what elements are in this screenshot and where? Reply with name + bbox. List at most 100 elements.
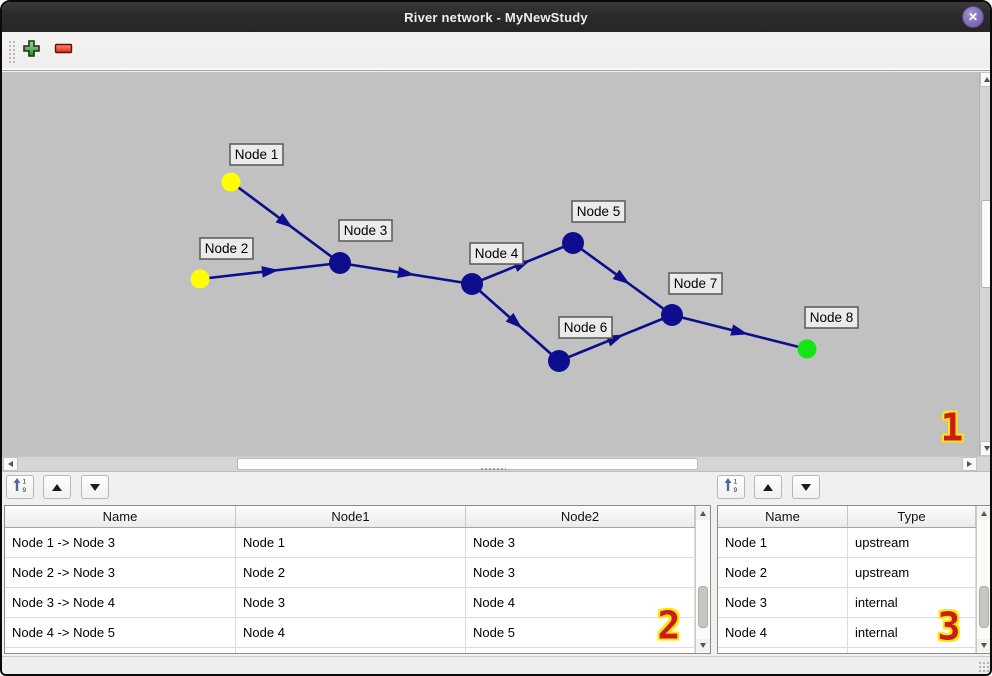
table-cell[interactable] [5,648,236,653]
svg-text:1: 1 [734,478,738,485]
arrow-down-icon [983,446,990,451]
toolbar-drag-handle[interactable] [8,40,17,64]
network-node[interactable] [661,304,683,326]
sort-button[interactable]: 1 9 [6,475,34,499]
table-cell[interactable]: Node 3 [466,528,695,557]
table-cell[interactable]: Node 1 -> Node 3 [5,528,236,557]
pane-splitter-handle[interactable] [480,467,506,471]
table-cell[interactable]: Node 2 -> Node 3 [5,558,236,587]
table-cell[interactable]: Node 4 [718,618,848,647]
scroll-right-button[interactable] [962,457,977,471]
network-node[interactable] [562,232,584,254]
close-button[interactable]: ✕ [962,6,984,28]
scroll-thumb[interactable] [979,586,989,628]
node-label: Node 6 [564,320,608,335]
table-cell[interactable]: Node 4 [236,618,466,647]
node-label-box[interactable] [804,306,859,329]
table-cell[interactable] [718,648,848,653]
network-node[interactable] [461,273,483,295]
table-cell[interactable] [236,648,466,653]
plus-icon [22,39,41,63]
triangle-down-icon [800,483,811,491]
move-down-button[interactable] [80,475,109,499]
table-cell[interactable]: Node 2 [718,558,848,587]
scroll-down-button[interactable] [977,639,990,652]
node-label: Node 7 [674,276,718,291]
table-cell[interactable]: Node 5 [466,618,695,647]
scroll-thumb[interactable] [698,586,708,628]
remove-node-button[interactable] [50,38,76,64]
table-cell[interactable]: internal [848,588,976,617]
canvas-horizontal-scrollbar[interactable] [2,456,990,472]
horizontal-scroll-thumb[interactable] [237,458,698,470]
table-cell[interactable]: Node 1 [718,528,848,557]
scroll-up-button[interactable] [977,507,990,520]
titlebar[interactable]: River network - MyNewStudy ✕ [2,2,990,32]
network-node[interactable] [329,252,351,274]
add-node-button[interactable] [18,38,44,64]
scroll-up-button[interactable] [696,507,710,520]
column-header[interactable]: Name [5,506,236,527]
nodes-toolbar: 1 9 [717,475,825,501]
move-up-button[interactable] [754,475,783,499]
table-filler-row[interactable] [5,648,695,653]
table-scrollbar[interactable] [695,506,710,653]
column-header[interactable]: Type [848,506,976,527]
edge-arrow-icon [505,312,523,329]
node-label-box[interactable] [668,272,723,295]
reaches-toolbar: 1 9 [6,475,114,501]
canvas-vertical-scrollbar[interactable] [979,72,990,456]
table-cell[interactable]: Node 4 -> Node 5 [5,618,236,647]
node-label-box[interactable] [199,237,254,260]
table-cell[interactable]: upstream [848,528,976,557]
node-label-box[interactable] [571,200,626,223]
sort-ascending-icon: 1 9 [12,477,28,498]
column-header[interactable]: Node1 [236,506,466,527]
node-label-box[interactable] [338,219,393,242]
column-header[interactable]: Node2 [466,506,695,527]
sort-button[interactable]: 1 9 [717,475,745,499]
network-node[interactable] [221,172,241,192]
scroll-up-button[interactable] [980,72,990,87]
edge-arrow-icon [397,266,415,278]
scroll-left-button[interactable] [3,457,18,471]
svg-text:1: 1 [23,478,27,485]
column-header[interactable]: Name [718,506,848,527]
resize-grip[interactable] [978,661,990,673]
table-cell[interactable]: internal [848,618,976,647]
table-filler-row[interactable] [718,648,976,653]
move-down-button[interactable] [791,475,820,499]
table-cell[interactable]: Node 1 [236,528,466,557]
scroll-down-button[interactable] [696,639,710,652]
network-node[interactable] [548,350,570,372]
table-cell[interactable]: Node 2 [236,558,466,587]
table-cell[interactable] [466,648,695,653]
table-cell[interactable]: Node 3 [718,588,848,617]
node-label-box[interactable] [469,242,524,265]
network-node[interactable] [190,269,210,289]
table-cell[interactable]: Node 3 [466,558,695,587]
table-cell[interactable] [848,648,976,653]
table-scrollbar[interactable] [976,506,990,653]
table-cell[interactable]: Node 4 [466,588,695,617]
vertical-scroll-thumb[interactable] [981,200,990,288]
scroll-down-button[interactable] [980,441,990,456]
table-cell[interactable]: upstream [848,558,976,587]
table-cell[interactable]: Node 3 -> Node 4 [5,588,236,617]
table-cell[interactable]: Node 3 [236,588,466,617]
node-label-box[interactable] [558,316,613,339]
move-up-button[interactable] [43,475,72,499]
node-label-box[interactable] [229,143,284,166]
network-node[interactable] [797,339,817,359]
